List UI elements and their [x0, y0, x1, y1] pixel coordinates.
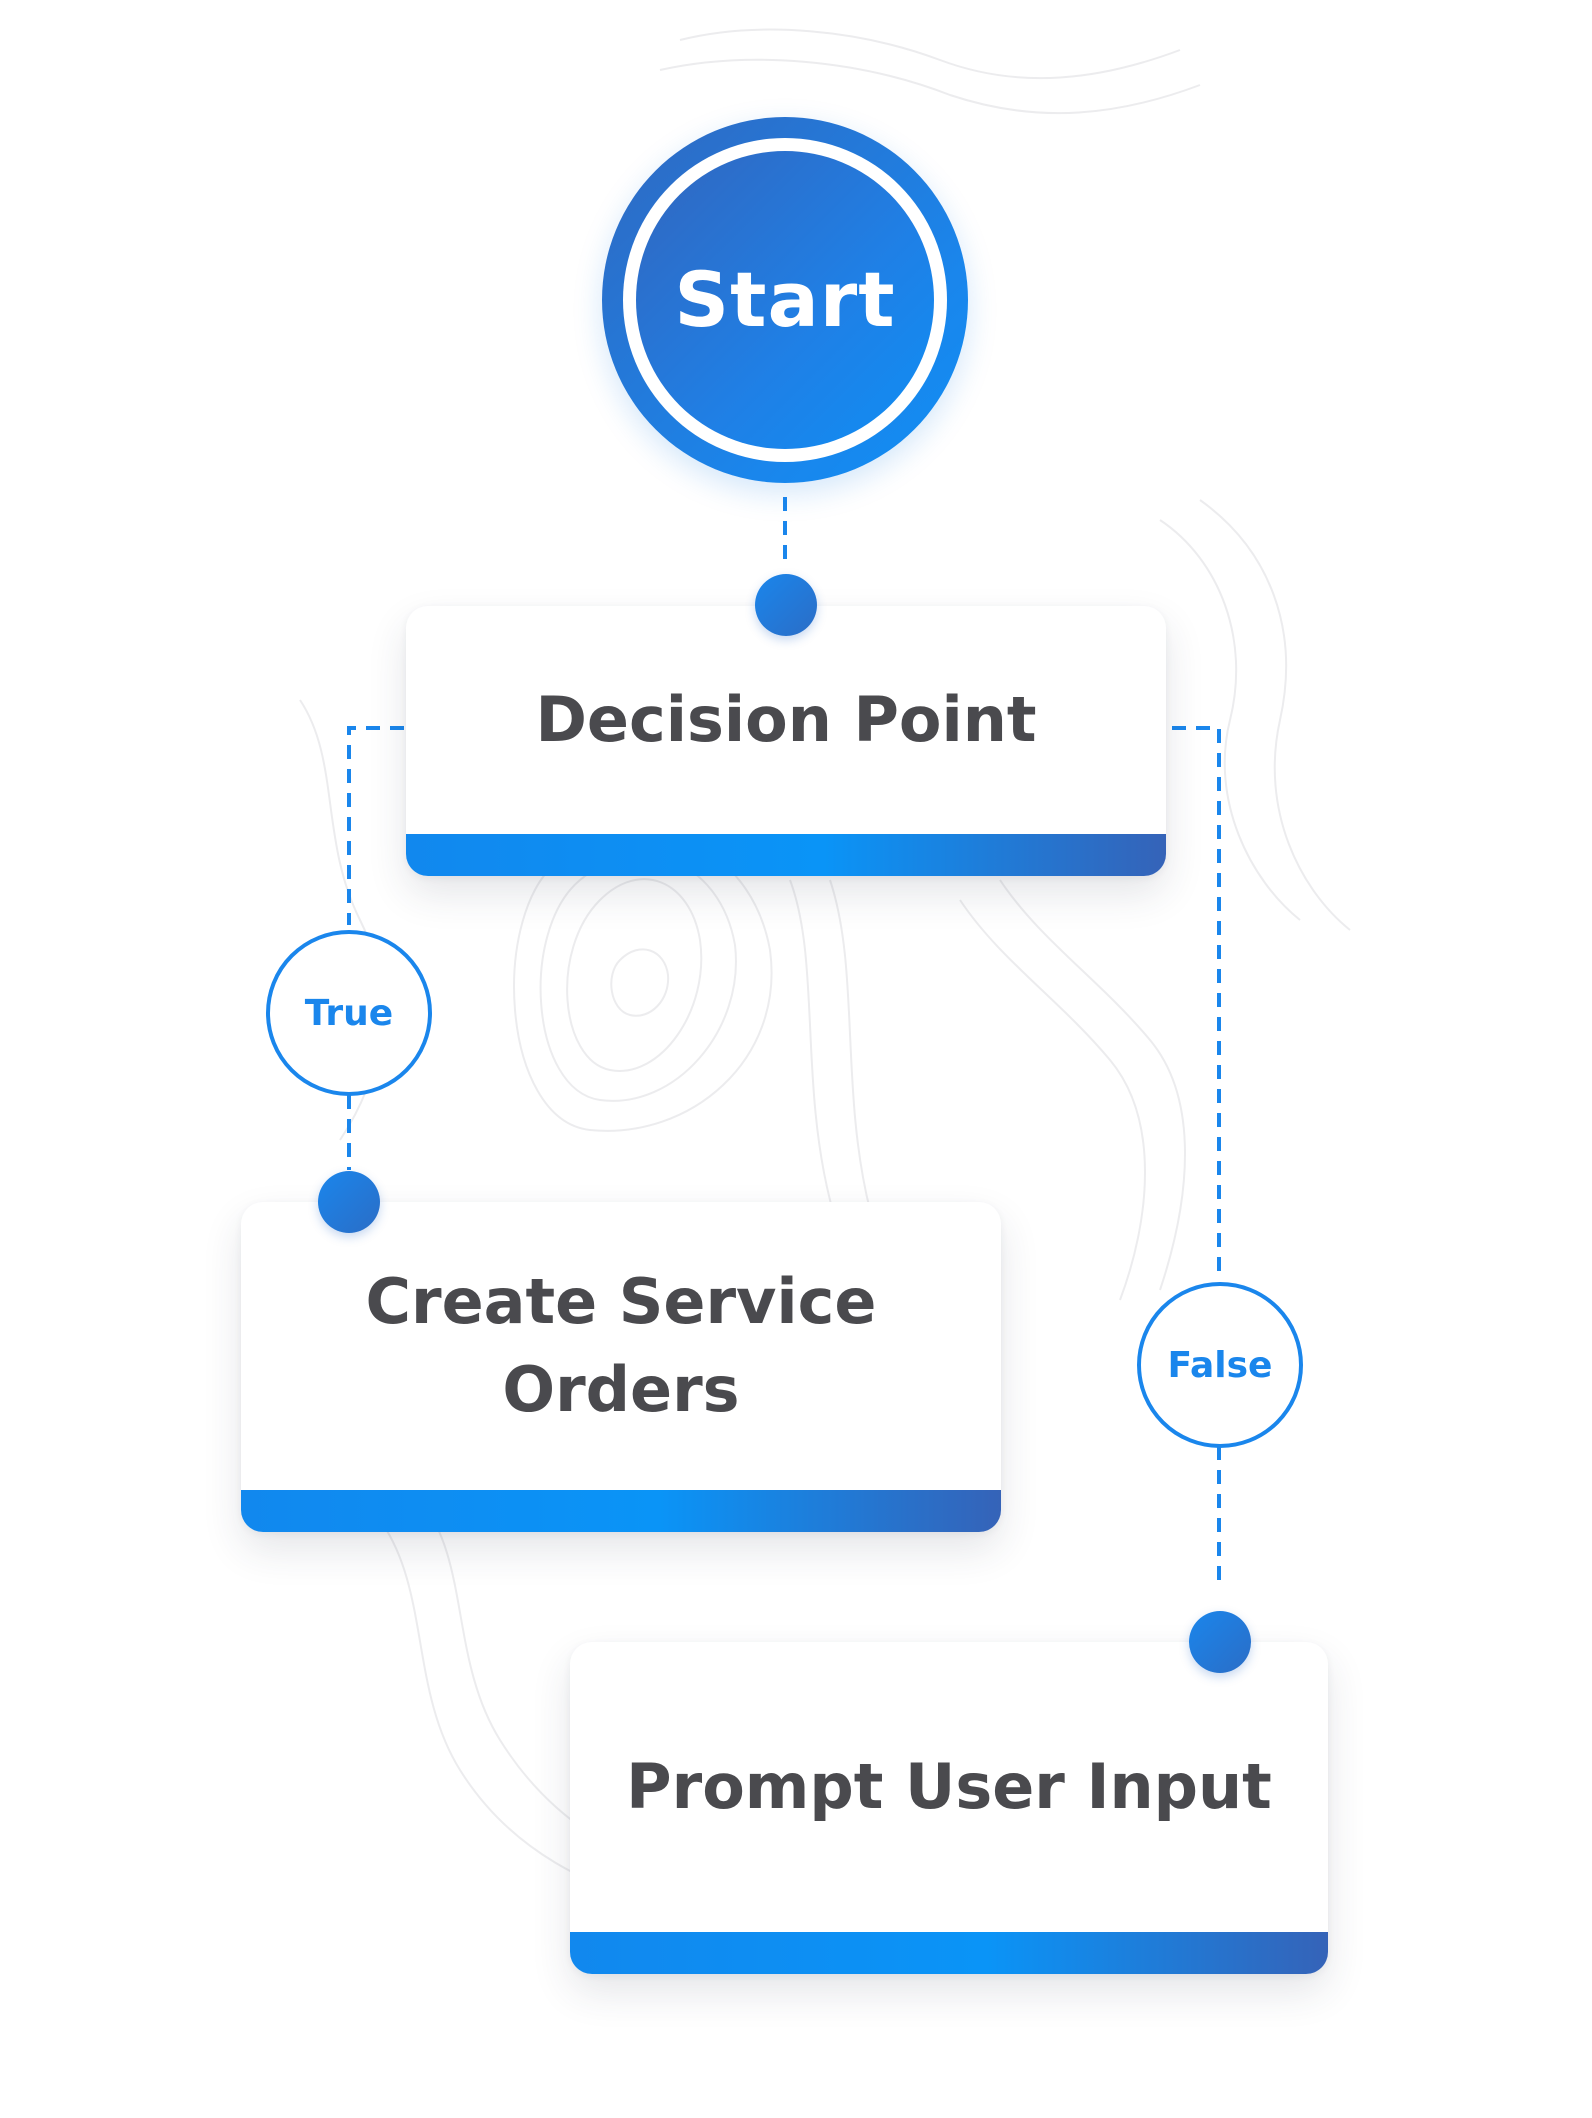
decision-false-connector: [1172, 726, 1221, 1276]
decision-point-card[interactable]: Decision Point: [406, 606, 1166, 876]
false-branch-label: False: [1167, 1344, 1273, 1386]
decision-input-port[interactable]: [755, 574, 817, 636]
start-node[interactable]: Start: [636, 151, 934, 449]
prompt-user-input-input-port[interactable]: [1189, 1611, 1251, 1673]
decision-point-label: Decision Point: [535, 683, 1037, 756]
card-accent-bar: [570, 1932, 1328, 1974]
create-service-orders-card[interactable]: Create Service Orders: [241, 1202, 1001, 1532]
prompt-user-input-label: Prompt User Input: [626, 1750, 1272, 1823]
create-service-orders-input-port[interactable]: [318, 1171, 380, 1233]
prompt-user-input-card[interactable]: Prompt User Input: [570, 1642, 1328, 1974]
false-branch-badge[interactable]: False: [1137, 1282, 1303, 1448]
decision-true-connector: [347, 726, 404, 925]
true-branch-badge[interactable]: True: [266, 930, 432, 1096]
start-label: Start: [674, 254, 896, 344]
card-accent-bar: [241, 1490, 1001, 1532]
create-service-orders-label: Create Service Orders: [365, 1265, 877, 1426]
card-accent-bar: [406, 834, 1166, 876]
true-branch-label: True: [304, 992, 394, 1034]
